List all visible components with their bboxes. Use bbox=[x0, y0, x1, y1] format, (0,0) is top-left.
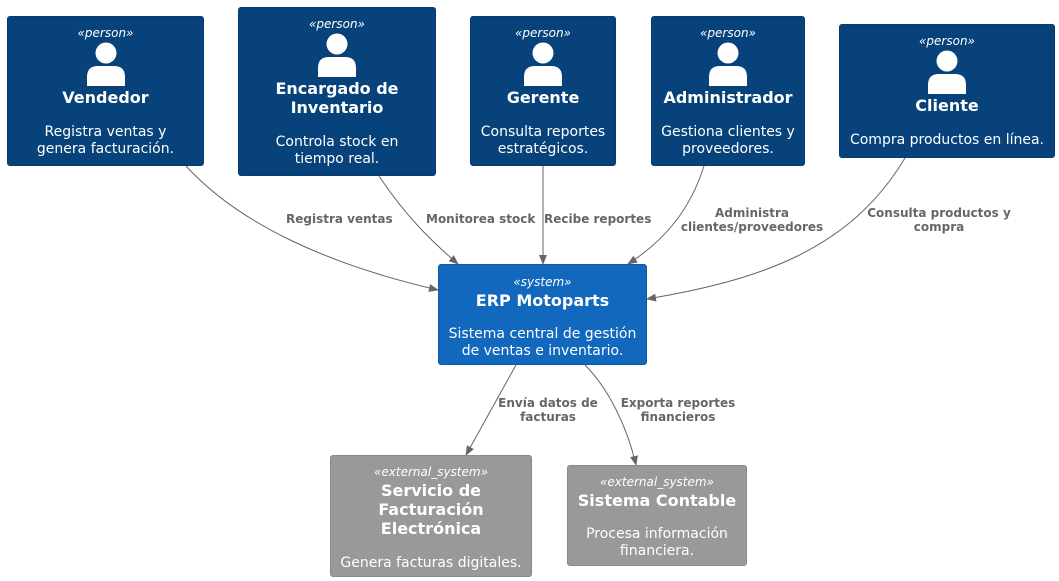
actor-vendedor[interactable]: «person» Vendedor Registra ventas y gene… bbox=[7, 16, 204, 166]
external-system-contable[interactable]: «external_system» Sistema Contable Proce… bbox=[567, 465, 747, 566]
actor-encargado[interactable]: «person» Encargado de Inventario Control… bbox=[238, 7, 436, 176]
actor-name: Administrador bbox=[663, 88, 793, 107]
actor-description: Controla stock en tiempo real. bbox=[275, 134, 399, 167]
person-icon bbox=[928, 50, 966, 94]
system-erp[interactable]: «system» ERP Motoparts Sistema central d… bbox=[438, 264, 647, 365]
person-icon bbox=[86, 42, 125, 86]
edge-vendedor-erp bbox=[185, 165, 439, 292]
edge-label-consulta-productos: Consulta productos y compra bbox=[867, 206, 1011, 234]
external-system-stereotype: «external_system» bbox=[374, 465, 488, 479]
external-system-stereotype: «external_system» bbox=[600, 475, 714, 489]
actor-description: Compra productos en línea. bbox=[849, 132, 1045, 148]
edge-label-monitorea-stock: Monitorea stock bbox=[426, 212, 536, 226]
edge-administrador-erp bbox=[627, 165, 705, 265]
person-icon bbox=[524, 42, 562, 86]
actor-gerente[interactable]: «person» Gerente Consulta reportes estra… bbox=[470, 16, 616, 166]
edge-label-registra-ventas: Registra ventas bbox=[286, 212, 393, 226]
system-name: ERP Motoparts bbox=[475, 291, 610, 310]
external-system-description: Procesa información financiera. bbox=[586, 526, 728, 559]
system-stereotype: «system» bbox=[513, 275, 572, 289]
edge-cliente-erp bbox=[646, 157, 906, 302]
edge-erp-facturacion bbox=[465, 364, 517, 456]
edge-label-exporta-reportes: Exporta reportes financieros bbox=[620, 396, 736, 424]
external-system-facturacion[interactable]: «external_system» Servicio de Facturació… bbox=[330, 455, 532, 577]
actor-description: Gestiona clientes y proveedores. bbox=[661, 124, 795, 157]
edge-label-envia-datos: Envía datos de facturas bbox=[498, 396, 598, 424]
edge-encargado-erp bbox=[378, 175, 459, 265]
actor-name: Cliente bbox=[915, 96, 979, 115]
actor-name: Vendedor bbox=[62, 88, 149, 107]
actor-stereotype: «person» bbox=[309, 17, 365, 31]
system-description: Sistema central de gestión de ventas e i… bbox=[448, 326, 637, 359]
actor-stereotype: «person» bbox=[77, 26, 134, 40]
edge-label-administra: Administra clientes/proveedores bbox=[680, 206, 824, 234]
external-system-name: Servicio de Facturación Electrónica bbox=[378, 481, 484, 538]
actor-administrador[interactable]: «person» Administrador Gestiona clientes… bbox=[651, 16, 805, 166]
external-system-description: Genera facturas digitales. bbox=[340, 555, 522, 571]
actor-stereotype: «person» bbox=[919, 34, 975, 48]
actor-name: Encargado de Inventario bbox=[275, 79, 399, 117]
actor-stereotype: «person» bbox=[700, 26, 756, 40]
external-system-name: Sistema Contable bbox=[577, 491, 737, 510]
actor-cliente[interactable]: «person» Cliente Compra productos en lín… bbox=[839, 24, 1055, 158]
person-icon bbox=[709, 42, 747, 86]
edge-label-recibe-reportes: Recibe reportes bbox=[544, 212, 652, 226]
person-icon bbox=[318, 33, 356, 77]
edge-erp-contable bbox=[584, 364, 638, 466]
actor-description: Registra ventas y genera facturación. bbox=[36, 124, 175, 157]
actor-stereotype: «person» bbox=[515, 26, 571, 40]
actor-name: Gerente bbox=[506, 88, 580, 107]
actor-description: Consulta reportes estratégicos. bbox=[480, 124, 606, 157]
